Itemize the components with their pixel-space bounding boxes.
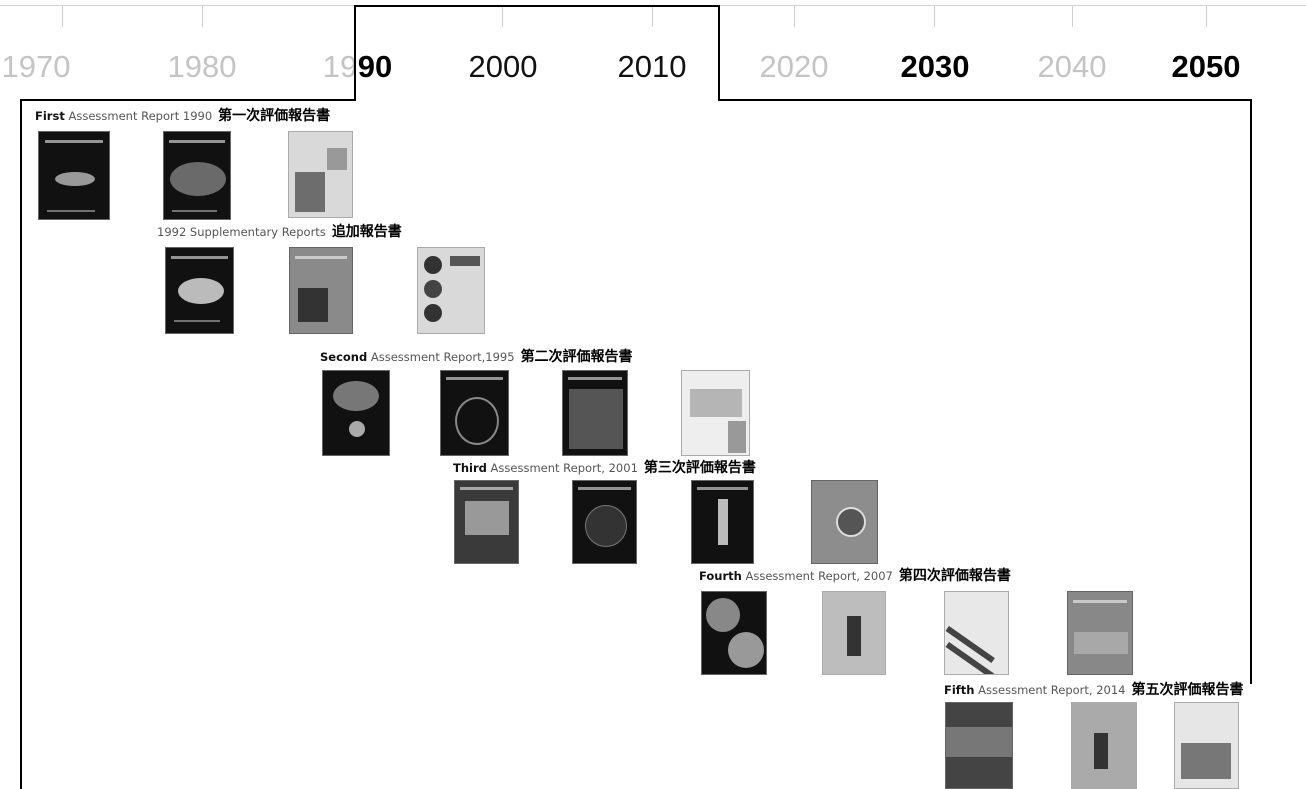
report-name-lead: Second [320, 350, 368, 364]
report-name-jp: 追加報告書 [331, 224, 402, 240]
report-cover-image [440, 370, 509, 456]
frame-left-notch [354, 5, 356, 100]
frame-right [1250, 99, 1252, 684]
report-cover-image [163, 131, 231, 220]
report-cover-image [454, 480, 519, 564]
report-label-third: Third Assessment Report, 2001 第三次評価報告書 [453, 460, 756, 476]
year-label-2020: 2020 [759, 49, 829, 84]
report-cover-image [1174, 702, 1239, 789]
report-label-supplementary: 1992 Supplementary Reports 追加報告書 [157, 224, 402, 240]
tick [794, 5, 795, 27]
year-label-2010: 2010 [617, 49, 687, 84]
report-cover-image [691, 480, 754, 564]
report-cover-image [417, 247, 485, 334]
frame-top [354, 5, 719, 7]
frame-left [20, 99, 22, 789]
tick [202, 5, 203, 27]
frame-mid-right [718, 99, 1252, 101]
tick [1206, 5, 1207, 27]
report-cover-image [288, 131, 353, 218]
tick [62, 5, 63, 27]
report-name-rest: Assessment Report 1990 [64, 109, 213, 123]
report-name-rest: Assessment Report, 2001 [486, 461, 638, 475]
report-cover-image [681, 370, 750, 456]
report-name-jp: 第五次評価報告書 [1131, 682, 1244, 698]
report-cover-image [701, 591, 767, 675]
report-cover-image [165, 247, 234, 334]
report-cover-image [562, 370, 628, 456]
report-name-jp: 第一次評価報告書 [218, 108, 331, 124]
tick [502, 5, 503, 27]
year-label-1970: 1970 [1, 49, 71, 84]
year-label-2000: 2000 [468, 49, 538, 84]
year-label-2050: 2050 [1171, 49, 1241, 84]
tick [934, 5, 935, 27]
report-name-jp: 第三次評価報告書 [643, 460, 756, 476]
report-cover-image [289, 247, 353, 334]
tick [1072, 5, 1073, 27]
report-name-lead: Third [453, 461, 487, 475]
report-cover-image [822, 591, 886, 675]
report-name-jp: 第二次評価報告書 [520, 349, 633, 365]
report-label-second: Second Assessment Report,1995 第二次評価報告書 [320, 349, 633, 365]
report-cover-image [945, 702, 1013, 789]
report-name-jp: 第四次評価報告書 [898, 568, 1011, 584]
report-name-rest: Assessment Report, 2007 [741, 569, 893, 583]
report-label-first: First Assessment Report 1990 第一次評価報告書 [35, 108, 330, 124]
report-cover-image [1071, 702, 1137, 789]
year-label-1990-part2: 90 [357, 49, 393, 84]
report-name-lead: Fourth [699, 569, 742, 583]
year-label-1990-part1: 19 [322, 49, 358, 84]
report-cover-image [944, 591, 1009, 675]
report-name-rest: Assessment Report, 2014 [974, 683, 1126, 697]
report-name-lead: First [35, 109, 65, 123]
report-name-rest: 1992 Supplementary Reports [157, 225, 326, 239]
year-label-2040: 2040 [1037, 49, 1107, 84]
year-label-1980: 1980 [167, 49, 237, 84]
report-cover-image [1067, 591, 1133, 675]
report-cover-image [322, 370, 390, 456]
report-cover-image [572, 480, 637, 564]
tick [652, 5, 653, 27]
frame-mid-left [20, 99, 356, 101]
report-label-fourth: Fourth Assessment Report, 2007 第四次評価報告書 [699, 568, 1011, 584]
report-cover-image [811, 480, 878, 564]
frame-right-notch [718, 5, 720, 101]
year-label-2030: 2030 [900, 49, 970, 84]
report-label-fifth: Fifth Assessment Report, 2014 第五次評価報告書 [944, 682, 1244, 698]
report-name-lead: Fifth [944, 683, 975, 697]
report-name-rest: Assessment Report,1995 [367, 350, 515, 364]
report-cover-image [38, 131, 110, 220]
